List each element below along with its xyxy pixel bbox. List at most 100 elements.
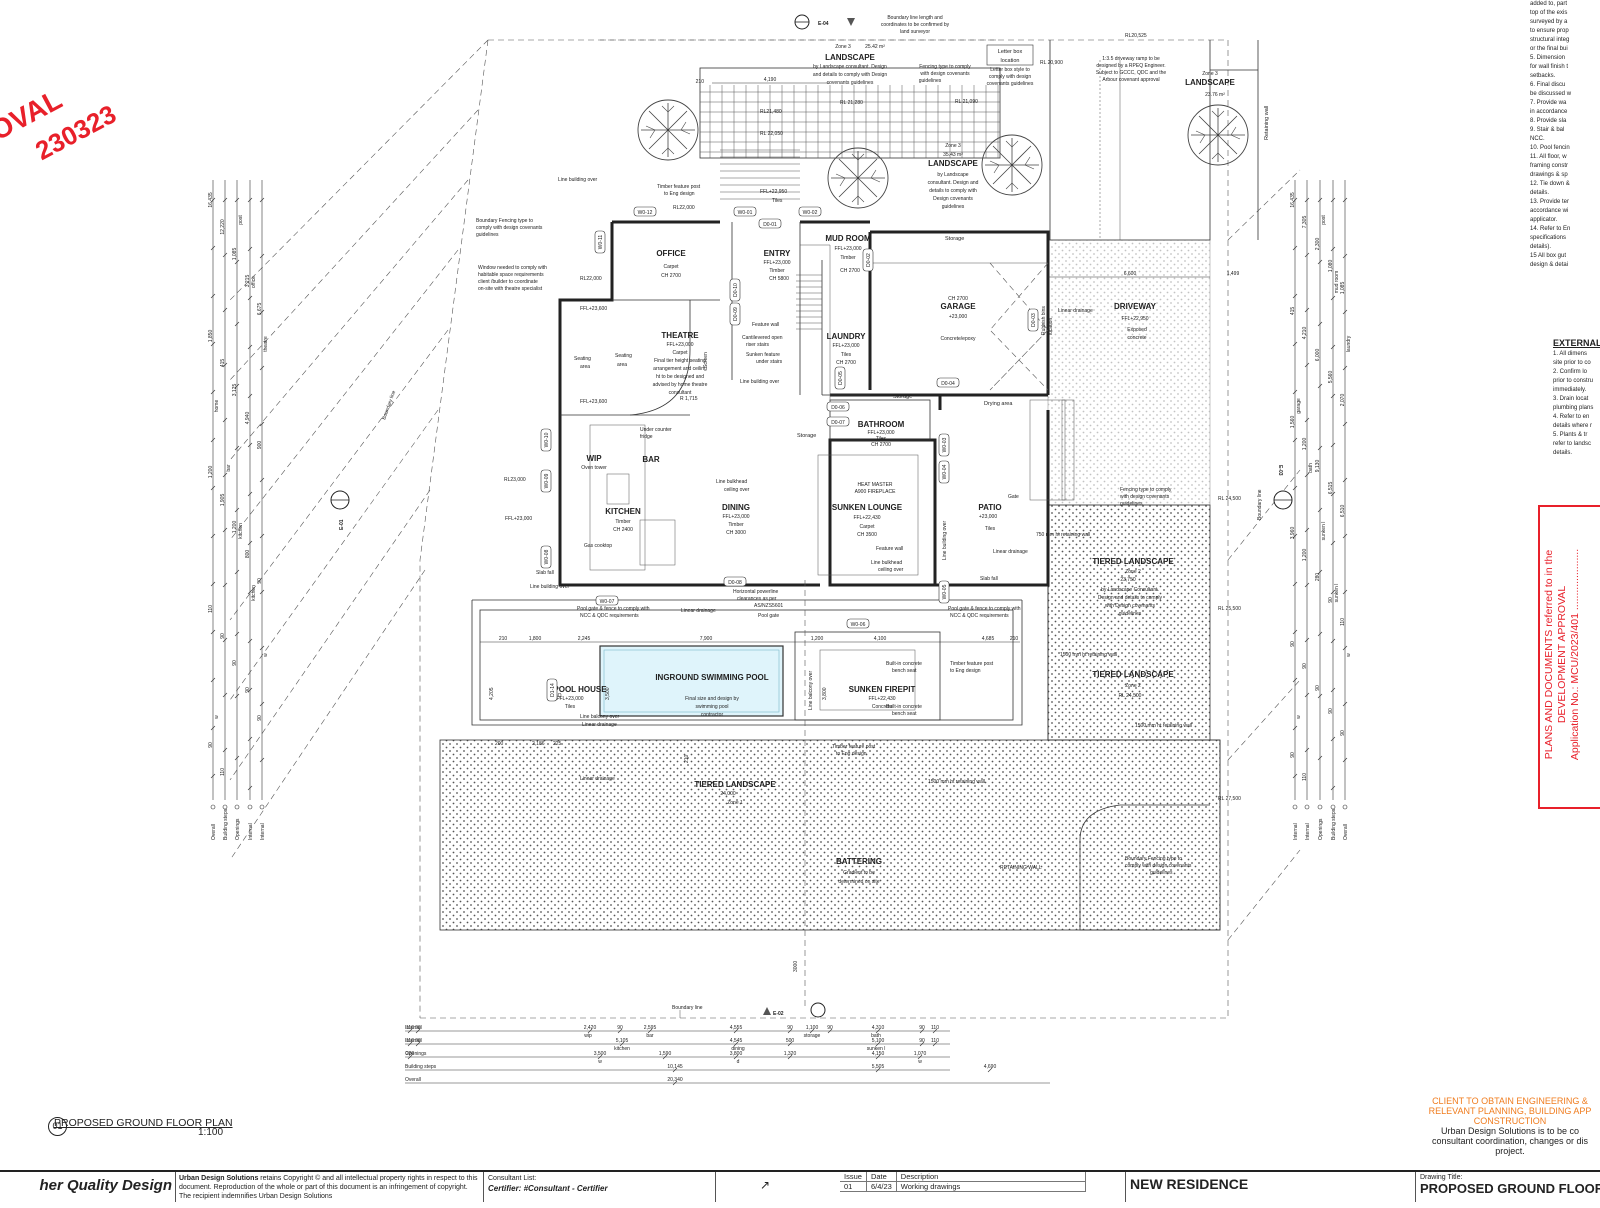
svg-text:Slab fall: Slab fall bbox=[536, 570, 554, 576]
svg-text:TIERED LANDSCAPE: TIERED LANDSCAPE bbox=[1092, 557, 1174, 566]
client-note-warn-1: CLIENT TO OBTAIN ENGINEERING & bbox=[1432, 1096, 1588, 1106]
svg-text:to Eng design: to Eng design bbox=[836, 751, 867, 757]
elevation-marker-e01: E-01 bbox=[330, 490, 350, 530]
svg-text:90: 90 bbox=[919, 1025, 925, 1031]
svg-text:Letter box: Letter box bbox=[998, 49, 1023, 55]
approval-line-2: DEVELOPMENT APPROVAL bbox=[1556, 585, 1568, 724]
elevation-label-e02: E-02 bbox=[773, 1011, 784, 1017]
svg-text:sunken l: sunken l bbox=[867, 1046, 886, 1052]
svg-text:D0-02: D0-02 bbox=[866, 253, 872, 267]
svg-text:Final tier height seating: Final tier height seating bbox=[654, 358, 706, 364]
svg-text:swimming pool: swimming pool bbox=[695, 704, 728, 710]
svg-text:Screen: Screen bbox=[703, 352, 709, 368]
svg-text:guidelines: guidelines bbox=[919, 78, 942, 84]
opening-tag: D0-07 bbox=[826, 416, 850, 427]
svg-text:Boundary Fencing type to: Boundary Fencing type to bbox=[1125, 856, 1182, 862]
external-note-line: site prior to co bbox=[1553, 360, 1591, 366]
opening-tag: D0-09 bbox=[729, 302, 741, 326]
svg-text:D0-05: D0-05 bbox=[838, 371, 844, 385]
svg-text:by Landscape: by Landscape bbox=[937, 172, 968, 178]
svg-text:Arbour covenant approval: Arbour covenant approval bbox=[1102, 77, 1159, 83]
note-line: top of the exis bbox=[1530, 10, 1568, 16]
svg-text:ENTRY: ENTRY bbox=[764, 249, 791, 258]
approval-text: PLANS AND DOCUMENTS referred to in the D… bbox=[1543, 512, 1582, 797]
note-line: NCC. bbox=[1530, 136, 1545, 142]
svg-text:POOL HOUSE: POOL HOUSE bbox=[553, 685, 607, 694]
svg-text:Concrete/epoxy: Concrete/epoxy bbox=[940, 336, 976, 342]
side-dimension-values: 16,4357,3052,3001,0801,0854154,2106,0005… bbox=[1290, 192, 1352, 781]
drawing-title: PROPOSED GROUND FLOOR bbox=[1420, 1181, 1600, 1196]
svg-text:RL23,000: RL23,000 bbox=[504, 477, 526, 483]
svg-text:theatre: theatre bbox=[263, 336, 269, 352]
issue-register: Issue Date Description 01 6/4/23 Working… bbox=[840, 1172, 1120, 1202]
svg-text:Rubbish bins: Rubbish bins bbox=[1041, 306, 1047, 335]
svg-text:W0-10: W0-10 bbox=[544, 432, 550, 447]
svg-text:W0-07: W0-07 bbox=[600, 599, 615, 605]
svg-text:land surveyor: land surveyor bbox=[900, 29, 930, 35]
svg-text:Cantilevered open: Cantilevered open bbox=[742, 335, 783, 341]
svg-text:1500 mm ht retaining wall: 1500 mm ht retaining wall bbox=[1060, 652, 1117, 658]
note-line: be discussed w bbox=[1530, 91, 1572, 97]
svg-text:110: 110 bbox=[220, 768, 226, 776]
svg-text:1,320: 1,320 bbox=[784, 1051, 797, 1057]
svg-text:area: area bbox=[617, 362, 627, 368]
svg-text:LANDSCAPE: LANDSCAPE bbox=[1185, 78, 1235, 87]
note-line: setbacks. bbox=[1530, 73, 1556, 79]
opening-tag: D0-01 bbox=[758, 218, 782, 229]
external-note-line: 2. Confirm lo bbox=[1553, 369, 1588, 375]
svg-text:comply with design covenants: comply with design covenants bbox=[476, 225, 543, 231]
svg-text:Oven tower: Oven tower bbox=[581, 465, 607, 471]
svg-text:220: 220 bbox=[406, 1051, 415, 1057]
svg-text:Timber: Timber bbox=[728, 522, 744, 528]
svg-text:Built-in concrete: Built-in concrete bbox=[886, 661, 922, 667]
side-dimension-string: Internal bbox=[1292, 180, 1299, 840]
opening-tag: W0-04 bbox=[938, 460, 950, 484]
svg-text:by Landscape consultant. Desig: by Landscape consultant. Design bbox=[813, 64, 887, 70]
svg-text:sunken l: sunken l bbox=[1334, 584, 1340, 603]
svg-text:10,145: 10,145 bbox=[667, 1064, 683, 1070]
svg-text:Carpet: Carpet bbox=[663, 264, 679, 270]
svg-text:INGROUND SWIMMING POOL: INGROUND SWIMMING POOL bbox=[655, 673, 768, 682]
external-note-line: details. bbox=[1553, 450, 1573, 456]
svg-text:Boundary line: Boundary line bbox=[672, 1005, 703, 1011]
svg-text:Concrete: Concrete bbox=[872, 704, 893, 710]
svg-text:Fencing type to comply: Fencing type to comply bbox=[919, 64, 971, 70]
svg-text:comply with design covenants: comply with design covenants bbox=[1125, 863, 1192, 869]
svg-text:Design and details to comply: Design and details to comply bbox=[1098, 595, 1162, 601]
note-line: 14. Refer to En bbox=[1530, 226, 1571, 232]
note-line: surveyed by a bbox=[1530, 19, 1568, 25]
note-line: 10. Pool fencin bbox=[1530, 145, 1570, 151]
svg-text:RL 24,500: RL 24,500 bbox=[1119, 693, 1142, 699]
svg-text:900: 900 bbox=[257, 441, 263, 450]
svg-text:12,220: 12,220 bbox=[220, 219, 226, 235]
svg-text:guidelines: guidelines bbox=[1150, 870, 1173, 876]
svg-text:1,200: 1,200 bbox=[811, 636, 824, 642]
svg-text:Tiles: Tiles bbox=[772, 198, 783, 204]
svg-text:1500 mm ht retaining wall: 1500 mm ht retaining wall bbox=[928, 779, 985, 785]
svg-text:7,900: 7,900 bbox=[700, 636, 713, 642]
svg-text:W0-11: W0-11 bbox=[598, 235, 604, 250]
svg-text:4,210: 4,210 bbox=[1302, 327, 1308, 340]
elevation-label-e01: E-01 bbox=[339, 519, 345, 530]
svg-text:RL 22,050: RL 22,050 bbox=[760, 131, 783, 137]
svg-text:Line building over: Line building over bbox=[530, 584, 570, 590]
svg-text:3,960: 3,960 bbox=[1290, 527, 1296, 540]
opening-tag: W0-11 bbox=[594, 230, 606, 254]
svg-text:RL20,525: RL20,525 bbox=[1125, 33, 1147, 39]
svg-text:FFL+23,000: FFL+23,000 bbox=[722, 514, 749, 520]
side-dimension-string: Internal bbox=[1304, 180, 1311, 840]
level-labels: RL20,525 RL 20,900 RL21,480 RL 21,280 RL… bbox=[504, 33, 1241, 802]
opening-tag: W0-02 bbox=[798, 206, 822, 217]
side-dimension-string: Overall bbox=[210, 180, 217, 840]
svg-text:guidelines: guidelines bbox=[476, 232, 499, 238]
svg-text:Gradient to be: Gradient to be bbox=[843, 870, 875, 876]
svg-text:1:3.5 driveway ramp to be: 1:3.5 driveway ramp to be bbox=[1102, 56, 1160, 62]
note-line: 12. Tie down & bbox=[1530, 181, 1570, 187]
svg-text:Building steps: Building steps bbox=[1331, 808, 1337, 840]
approval-line-1: PLANS AND DOCUMENTS referred to in the bbox=[1543, 549, 1555, 760]
